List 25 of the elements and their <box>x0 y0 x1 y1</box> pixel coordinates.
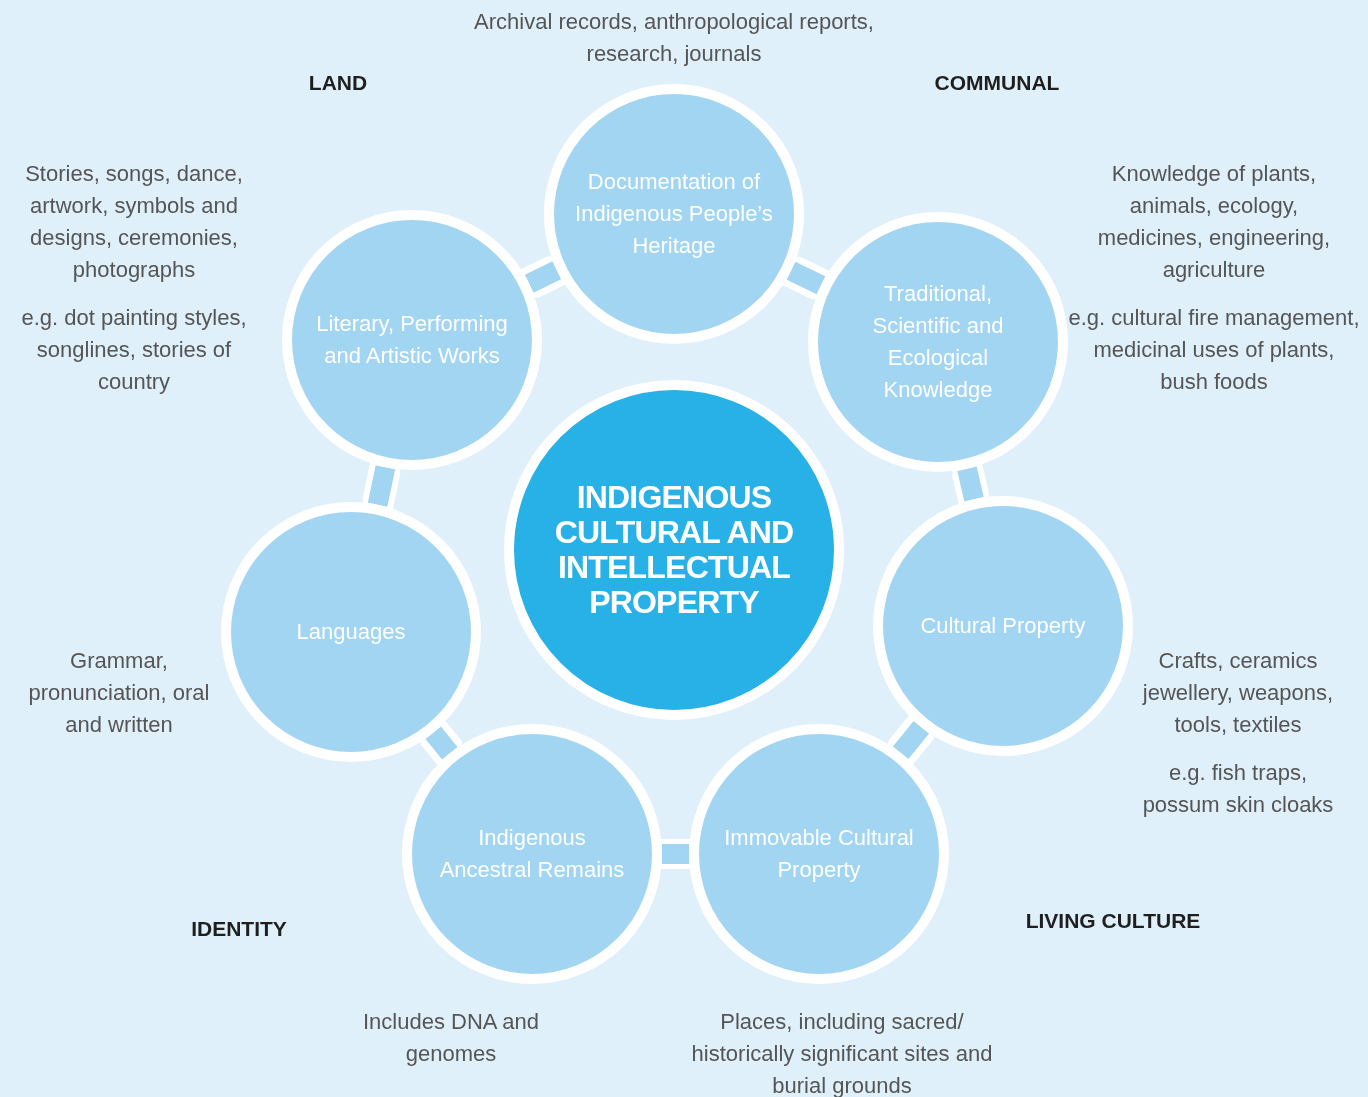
ring-connector <box>425 726 458 760</box>
circle-title: Languages <box>295 618 407 646</box>
description-text: e.g. dot painting styles, songlines, stories of country <box>20 304 248 396</box>
theme-heading: LIVING CULTURE <box>1025 908 1201 935</box>
description-text: Knowledge of plants, animals, ecology, medicines, engineering, agriculture <box>1096 160 1332 284</box>
ring-connector <box>662 844 689 864</box>
circle-title: Cultural Property <box>919 612 1087 640</box>
circle-title: Traditional, Scientific and Ecological Knowledge <box>871 280 1005 404</box>
circle-title: Documentation of Indigenous People’s Heritage <box>574 168 774 260</box>
description-text: Crafts, ceramics jewellery, weapons, tools, textiles <box>1141 647 1335 739</box>
theme-heading: LAND <box>308 70 368 97</box>
description-text: e.g. fish traps, possum skin cloaks <box>1141 759 1335 819</box>
description-text: Archival records, anthropological reports, research, journals <box>474 8 874 68</box>
description-text: Grammar, pronunciation, oral and written <box>27 647 211 739</box>
circle-title: Indigenous Ancestral Remains <box>438 824 626 884</box>
description-text: Includes DNA and genomes <box>361 1008 541 1068</box>
description-text: e.g. cultural fire management, medicinal uses of plants, bush foods <box>1068 304 1360 396</box>
description-text: Places, including sacred/ historically significant sites and burial grounds <box>690 1008 994 1097</box>
ring-connector <box>892 720 930 760</box>
theme-heading: COMMUNAL <box>934 70 1060 97</box>
circle-title: Immovable Cultural Property <box>723 824 915 884</box>
theme-heading: IDENTITY <box>191 916 287 943</box>
circle-title: Literary, Performing and Artistic Works <box>315 310 509 370</box>
description-text: Stories, songs, dance, artwork, symbols and designs, ceremonies, photographs <box>24 160 244 284</box>
circle-title: INDIGENOUS CULTURAL AND INTELLECTUAL PROPERTY <box>553 480 795 620</box>
